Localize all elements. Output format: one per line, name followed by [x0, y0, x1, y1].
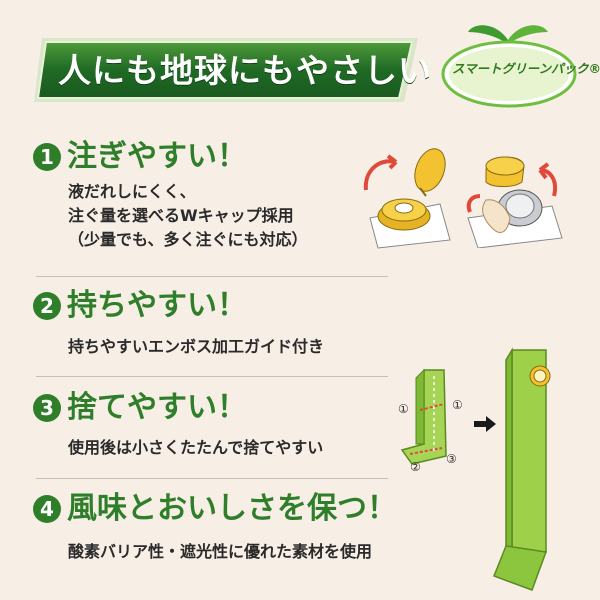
feature-4-number: 4 [33, 495, 61, 523]
smart-green-pack-logo [441, 25, 577, 108]
divider [36, 478, 388, 479]
folding-instruction-illustration [400, 368, 447, 465]
w-cap-illustration-left [363, 148, 451, 249]
feature-3-heading: 3 捨てやすい！ [33, 391, 247, 425]
feature-2-line-1: 持ちやすいエンボス加工ガイド付き [68, 337, 325, 356]
feature-2-title: 持ちやすい！ [67, 288, 247, 323]
feature-2-description: 持ちやすいエンボス加工ガイド付き [68, 335, 324, 359]
right-arrow-icon [474, 416, 496, 432]
logo-text: スマートグリーンパック® [452, 61, 600, 76]
feature-3-line-1: 使用後は小さくたたんで捨てやすい [68, 438, 324, 457]
feature-1-description: 液だれしにくく、 注ぐ量を選べるWキャップ採用 （少量でも、多く注ぐにも対応） [68, 180, 308, 252]
feature-1-title: 注ぎやすい！ [67, 139, 247, 174]
feature-1-line-2: 注ぐ量を選べるWキャップ採用 [68, 206, 294, 225]
feature-4-title: 風味とおいしさを保つ！ [67, 491, 397, 526]
feature-4-heading: 4 風味とおいしさを保つ！ [33, 492, 397, 526]
feature-1-line-3: （少量でも、多く注ぐにも対応） [68, 230, 308, 249]
feature-3-number: 3 [33, 394, 61, 422]
feature-1-heading: 1 注ぎやすい！ [33, 140, 247, 174]
fold-step-label-1b: ① [452, 398, 463, 412]
feature-1-line-1: 液だれしにくく、 [68, 182, 196, 201]
fold-step-label-3: ③ [446, 452, 457, 466]
divider [36, 376, 388, 377]
feature-2-heading: 2 持ちやすい！ [33, 289, 247, 323]
feature-3-description: 使用後は小さくたたんで捨てやすい [68, 436, 323, 460]
fold-step-label-2: ② [410, 460, 421, 474]
feature-4-description: 酸素バリア性・遮光性に優れた素材を使用 [68, 540, 372, 564]
feature-2-number: 2 [33, 292, 61, 320]
feature-4-line-1: 酸素バリア性・遮光性に優れた素材を使用 [68, 542, 373, 561]
package-illustration [493, 347, 551, 591]
feature-1-number: 1 [33, 143, 61, 171]
fold-step-label-1a: ① [398, 402, 409, 416]
feature-3-title: 捨てやすい！ [67, 390, 247, 425]
banner-title: 人にも地球にもやさしい [58, 51, 432, 90]
banner-background [34, 38, 418, 102]
divider [36, 276, 388, 277]
w-cap-illustration-right [466, 156, 563, 248]
